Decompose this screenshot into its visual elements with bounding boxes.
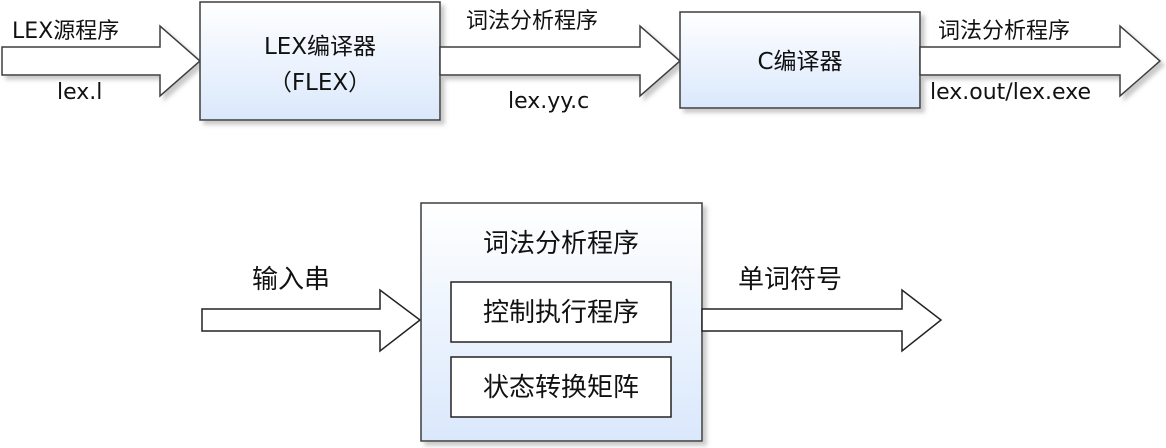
analyzer-input-label: 输入串	[252, 265, 330, 295]
lex-compiler-label: LEX编译器	[264, 34, 376, 60]
analyzer-input-arrow	[201, 288, 422, 353]
input-label-bottom: lex.l	[57, 80, 102, 105]
input-arrow	[1, 24, 202, 98]
mid-label-top: 词法分析程序	[466, 9, 598, 34]
component-box-matrix	[450, 356, 672, 418]
lex-compiler-box	[199, 1, 441, 121]
mid-arrow	[439, 24, 682, 98]
analyzer-output-label: 单词符号	[738, 265, 842, 295]
component-box-control	[450, 281, 672, 343]
analyzer-title: 词法分析程序	[483, 229, 639, 259]
component-label-matrix: 状态转换矩阵	[483, 373, 639, 403]
c-compiler-box	[679, 11, 921, 109]
c-compiler-label: C编译器	[757, 49, 842, 75]
lex-compiler-sublabel: （FLEX）	[269, 70, 371, 96]
component-label-control: 控制执行程序	[483, 298, 639, 328]
output-arrow	[919, 24, 1162, 98]
analyzer-output-arrow	[701, 288, 943, 353]
output-label-bottom: lex.out/lex.exe	[930, 80, 1091, 105]
mid-label-bottom: lex.yy.c	[508, 89, 589, 114]
input-label-top: LEX源程序	[12, 19, 119, 44]
output-label-top: 词法分析程序	[938, 19, 1070, 44]
